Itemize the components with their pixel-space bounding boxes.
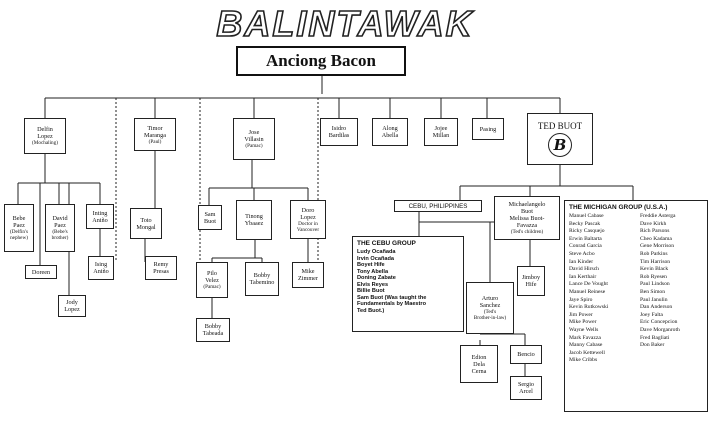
node-toto-mongal: Toto Mongal: [130, 208, 162, 239]
michigan-member: Fred Bagliati: [640, 334, 670, 341]
node-timor-maranga: Timor Maranga (Paul): [134, 118, 176, 151]
michigan-member: Dave Morganroth: [640, 326, 680, 333]
michigan-member: David Hirsch: [569, 266, 599, 273]
node-jojee-millan: Jojee Millan: [424, 118, 458, 146]
cebu-member: Elvis Reyes: [357, 281, 389, 288]
michigan-member: Mike Cribbs: [569, 357, 598, 364]
cebu-member: Doning Zabate: [357, 275, 396, 281]
node-jose-villasin: Jose Villasin (Pamac): [233, 118, 275, 160]
michigan-member: Rob Parkins: [640, 250, 668, 257]
michigan-member: Kevin Black: [640, 266, 669, 273]
michigan-member: Ian Kinder: [569, 258, 594, 265]
node-pasing: Pasing: [472, 118, 504, 140]
node-bencio: Bencio: [510, 345, 542, 364]
node-bobby-tabeada: Bobby Tabeada: [196, 318, 230, 342]
cebu-member: Ted Buot.): [357, 307, 385, 314]
michigan-member: Jaye Spiro: [569, 296, 593, 303]
root-name: Anciong Bacon: [265, 51, 377, 70]
michigan-member: Kevin Rutkowski: [569, 304, 609, 311]
michigan-member: Lance De Vought: [569, 281, 608, 288]
node-sergio-arcel: Sergio Arcel: [510, 376, 542, 400]
michigan-group-title: THE MICHIGAN GROUP (U.S.A.): [569, 204, 668, 211]
node-isidro-bardilas: Isidro Bardilas: [320, 118, 358, 146]
node-inting-anino: Inting Aniño: [86, 204, 114, 229]
cebu-member: Irvin Ocañada: [357, 255, 394, 262]
michigan-member: Rob Ryesen: [640, 273, 667, 280]
michigan-member: Jim Power: [569, 311, 593, 318]
node-delfin-lopez: Delfin Lopez (Mochaling): [24, 118, 66, 154]
michigan-member: Joey Falta: [640, 311, 663, 318]
node-jimboy-hife: Jimboy Hife: [517, 266, 545, 296]
node-bebe-paez: Bebe Paez (Delfin's nephew): [4, 204, 34, 252]
chart-title: BALINTAWAK: [216, 3, 474, 45]
node-bobby-tabemino: Bobby Tabemino: [245, 262, 279, 296]
michigan-member: Ben Simon: [640, 288, 666, 295]
node-along-abella: Along Abella: [372, 118, 408, 146]
ted-buot-logo-icon: B: [548, 133, 572, 157]
node-ted-buot: TED BUOT B: [527, 113, 593, 165]
node-pilo-velez: Pilo Velez (Pamac): [196, 262, 228, 298]
cebu-member: Tony Abella: [357, 268, 389, 275]
michigan-member: Manuel Reinese: [569, 288, 606, 295]
node-tinong-ybaaez: Tinong Ybaaez: [236, 200, 272, 240]
cebu-member: Fundamentals by Maestro: [357, 301, 427, 307]
michigan-member: Dan Anderson: [640, 304, 673, 311]
cebu-group-title: THE CEBU GROUP: [357, 240, 416, 247]
cebu-member: Billie Buot: [357, 288, 385, 294]
michigan-member: Rich Parsons: [640, 228, 670, 235]
michigan-member: Cheo Kadama: [640, 235, 672, 242]
michigan-member: Mark Favazza: [569, 334, 601, 341]
node-jody-lopez: Jody Lopez: [58, 295, 86, 317]
michigan-member: Conrad Garcia: [569, 243, 602, 250]
michigan-member: Ricky Casquejo: [569, 228, 605, 235]
michigan-member: Dave Kirkh: [640, 220, 667, 227]
michigan-group-box: THE MICHIGAN GROUP (U.S.A.) Manuel Cabas…: [564, 200, 708, 412]
michigan-member: Paul Janulin: [640, 296, 668, 303]
michigan-member: Don Baker: [640, 342, 665, 349]
root-box: Anciong Bacon: [236, 46, 406, 76]
michigan-member: Manuel Cabase: [569, 213, 604, 219]
michigan-member: Eric Concepcion: [640, 319, 678, 326]
node-sam-buot: Sam Buot: [198, 205, 222, 230]
node-doreen: Doreen: [25, 265, 57, 279]
node-mike-zimmer: Mike Zimmer: [292, 262, 324, 288]
node-remy-presas: Remy Presas: [145, 256, 177, 280]
michigan-member: Ian Kerthair: [569, 273, 597, 280]
michigan-member: Tim Harrison: [640, 258, 671, 265]
cebu-member: Ludy Ocañada: [357, 249, 396, 255]
michigan-member: Steve Acbo: [569, 250, 595, 257]
node-arturo-sanchez: Arturo Sanchez (Ted's Brother-in-law): [466, 282, 514, 334]
michigan-member: Gene Morrison: [640, 243, 675, 250]
michigan-member: Erwin Baltarta: [569, 235, 602, 242]
node-ising-anino: Ising Aniño: [88, 256, 114, 280]
michigan-member: Jacob Kettewell: [569, 349, 605, 356]
node-david-paez: David Paez (Bebe's brother): [45, 204, 75, 252]
michigan-member: Wayne Wells: [569, 326, 599, 333]
michigan-member: Becky Pascak: [569, 220, 601, 227]
michigan-member: Freddie Asterga: [640, 213, 676, 219]
michigan-member: Paul Lindson: [640, 281, 670, 288]
michigan-member: Mike Power: [569, 319, 597, 326]
node-cebu-philippines: CEBU, PHILIPPINES: [394, 200, 482, 212]
cebu-member: Boyet Hife: [357, 262, 385, 268]
michigan-member: Manny Cabase: [569, 342, 603, 349]
node-michaelangelo-buot: Michaelangelo Buot Melissa Buot- Favazza…: [494, 196, 560, 240]
node-edion-dela-cerna: Edion Dela Cerna: [460, 345, 498, 383]
cebu-member: Sam Buot (Was taught the: [357, 294, 427, 301]
node-doro-lopez: Doro Lopez Doctor in Vancouver: [290, 200, 326, 239]
